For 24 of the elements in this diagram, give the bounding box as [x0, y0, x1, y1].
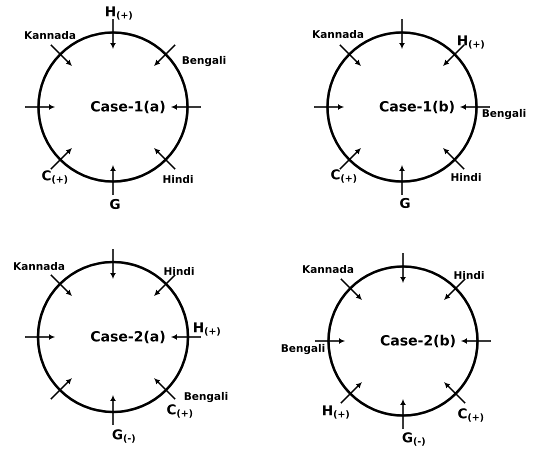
- seat-label: H$_{(+)}$: [194, 322, 220, 336]
- seat-label: G: [400, 198, 410, 208]
- seat-label: Kannada: [303, 264, 354, 274]
- seat-label: Hindi: [163, 174, 193, 184]
- seat-label: Kannada: [14, 262, 64, 270]
- seat-label: H$_{(+)}$: [323, 405, 349, 419]
- seat-label: Kannada: [25, 30, 76, 40]
- seat-label: H$_{(+)}$: [458, 35, 484, 49]
- seat-label: C$_{(+)}$: [458, 408, 484, 422]
- seat-label: G$_{(-)}$: [402, 432, 425, 446]
- seat-label: Bengali: [282, 344, 324, 354]
- seat-label: C$_{(+)}$: [331, 169, 356, 183]
- seat-label: Hindi: [451, 172, 481, 182]
- seat-label: G$_{(-)}$: [112, 429, 135, 443]
- seat-label: Bengali: [182, 56, 226, 66]
- seat-label: C$_{(+)}$: [42, 170, 68, 184]
- seat-label: H$_{(+)}$: [106, 6, 132, 20]
- seat-label: Bengali: [184, 392, 228, 402]
- seat-label: Bengali: [482, 108, 526, 120]
- seat-label: C$_{(+)}$: [167, 404, 192, 418]
- seat-label: Hindi: [164, 266, 194, 276]
- seat-label: G: [110, 198, 120, 210]
- seat-label: Hindi: [454, 270, 484, 280]
- seat-label: Kannada: [313, 30, 364, 38]
